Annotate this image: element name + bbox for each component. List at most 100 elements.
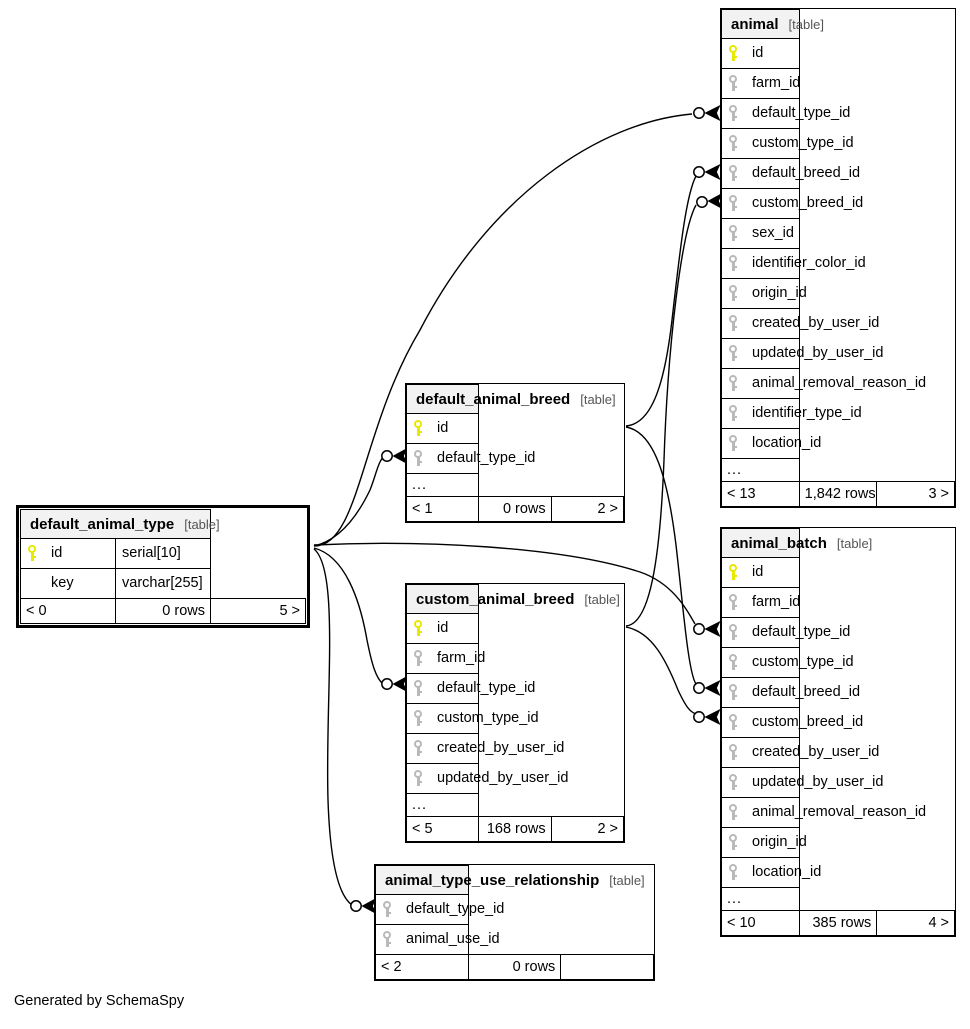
column-type-cell: varchar[255] xyxy=(115,568,211,599)
column-name-cell[interactable]: custom_breed_id xyxy=(721,707,863,738)
column-name-cell[interactable]: updated_by_user_id xyxy=(721,338,883,369)
column-row[interactable]: identifier_type_id xyxy=(721,398,955,429)
column-name-cell[interactable]: identifier_type_id xyxy=(721,398,862,429)
column-row[interactable]: id xyxy=(405,413,624,444)
column-name-cell[interactable]: custom_breed_id xyxy=(721,188,863,219)
column-name-cell[interactable]: custom_type_id xyxy=(405,703,539,734)
column-name-cell[interactable]: location_id xyxy=(721,857,821,888)
column-row[interactable]: animal_removal_reason_id xyxy=(721,797,955,828)
footer-next-count[interactable]: 5 > xyxy=(210,598,306,624)
column-name-cell[interactable]: id xyxy=(721,38,800,69)
column-row[interactable]: origin_id xyxy=(721,278,955,309)
column-row[interactable]: created_by_user_id xyxy=(405,733,624,764)
column-name-cell[interactable]: default_type_id xyxy=(405,673,535,704)
column-row[interactable]: origin_id xyxy=(721,827,955,858)
column-name-cell[interactable]: origin_id xyxy=(721,278,807,309)
column-row[interactable]: default_breed_id xyxy=(721,677,955,708)
column-name-cell[interactable]: default_breed_id xyxy=(721,158,860,189)
column-name-cell[interactable]: animal_removal_reason_id xyxy=(721,797,926,828)
column-row[interactable]: location_id xyxy=(721,428,955,459)
column-name-cell[interactable]: created_by_user_id xyxy=(405,733,564,764)
column-row[interactable]: farm_id xyxy=(721,587,955,618)
column-name-cell[interactable]: farm_id xyxy=(405,643,485,674)
column-row[interactable]: updated_by_user_id xyxy=(721,767,955,798)
footer-prev-count[interactable]: < 13 xyxy=(721,481,800,507)
column-row[interactable]: default_type_id xyxy=(405,443,624,474)
footer-prev-count[interactable]: < 1 xyxy=(405,496,480,522)
column-name-cell[interactable]: updated_by_user_id xyxy=(721,767,883,798)
footer-next-count[interactable]: 4 > xyxy=(876,910,955,936)
column-row[interactable]: default_type_id xyxy=(721,98,955,129)
footer-prev-count[interactable]: < 2 xyxy=(375,954,469,980)
table-node-animal_type_use_relationship[interactable]: animal_type_use_relationship[table]defau… xyxy=(374,864,655,981)
column-name-cell[interactable]: custom_type_id xyxy=(721,128,854,159)
foreign-key-icon xyxy=(728,225,741,242)
column-row[interactable]: updated_by_user_id xyxy=(721,338,955,369)
column-row[interactable]: default_type_id xyxy=(721,617,955,648)
column-name-cell[interactable]: key xyxy=(20,568,116,599)
column-name: default_type_id xyxy=(406,901,505,918)
column-row[interactable]: farm_id xyxy=(405,643,624,674)
column-row[interactable]: default_type_id xyxy=(405,673,624,704)
column-row[interactable]: sex_id xyxy=(721,218,955,249)
footer-next-count[interactable]: 2 > xyxy=(550,816,625,842)
column-row[interactable]: identifier_color_id xyxy=(721,248,955,279)
column-name-cell[interactable]: location_id xyxy=(721,428,821,459)
column-name-cell[interactable]: identifier_color_id xyxy=(721,248,866,279)
column-row[interactable]: updated_by_user_id xyxy=(405,763,624,794)
footer-next-count[interactable] xyxy=(560,954,654,980)
column-name-cell[interactable]: id xyxy=(405,613,480,644)
column-name-cell[interactable]: default_type_id xyxy=(375,894,504,925)
column-name-cell[interactable]: sex_id xyxy=(721,218,800,249)
foreign-key-icon xyxy=(728,75,741,92)
column-name-cell[interactable]: updated_by_user_id xyxy=(405,763,568,794)
column-name-cell[interactable]: created_by_user_id xyxy=(721,308,879,339)
column-name-cell[interactable]: origin_id xyxy=(721,827,807,858)
column-row[interactable]: created_by_user_id xyxy=(721,737,955,768)
column-name-cell[interactable]: farm_id xyxy=(721,68,800,99)
column-row[interactable]: created_by_user_id xyxy=(721,308,955,339)
footer-next-count[interactable]: 3 > xyxy=(876,481,955,507)
column-row[interactable]: custom_type_id xyxy=(721,647,955,678)
column-row[interactable]: animal_use_id xyxy=(375,924,654,955)
column-name-cell[interactable]: animal_use_id xyxy=(375,924,500,955)
footer-prev-count[interactable]: < 10 xyxy=(721,910,800,936)
column-row[interactable]: custom_type_id xyxy=(405,703,624,734)
column-name-cell[interactable]: created_by_user_id xyxy=(721,737,879,768)
column-name: updated_by_user_id xyxy=(752,345,884,362)
column-name-cell[interactable]: default_type_id xyxy=(721,617,850,648)
column-row[interactable]: custom_breed_id xyxy=(721,707,955,738)
column-row[interactable]: custom_type_id xyxy=(721,128,955,159)
column-name-cell[interactable]: farm_id xyxy=(721,587,800,618)
column-name-cell[interactable]: animal_removal_reason_id xyxy=(721,368,926,399)
column-row[interactable]: custom_breed_id xyxy=(721,188,955,219)
column-row[interactable]: default_type_id xyxy=(375,894,654,925)
column-row[interactable]: id xyxy=(405,613,624,644)
footer-prev-count[interactable]: < 0 xyxy=(20,598,116,624)
column-name-cell[interactable]: default_type_id xyxy=(405,443,535,474)
column-name: identifier_type_id xyxy=(752,405,862,422)
column-row[interactable]: default_breed_id xyxy=(721,158,955,189)
column-row[interactable]: farm_id xyxy=(721,68,955,99)
table-title: animal_batch xyxy=(731,534,827,552)
edge-default-animal-type-to-animal-type-use-relationship xyxy=(313,548,353,906)
column-row[interactable]: animal_removal_reason_id xyxy=(721,368,955,399)
column-name-cell[interactable]: id xyxy=(20,538,116,569)
footer-next-count[interactable]: 2 > xyxy=(550,496,625,522)
footer-prev-count[interactable]: < 5 xyxy=(405,816,480,842)
column-name-cell[interactable]: default_breed_id xyxy=(721,677,860,708)
column-row[interactable]: id xyxy=(721,38,955,69)
column-row[interactable]: id xyxy=(721,557,955,588)
column-row[interactable]: location_id xyxy=(721,857,955,888)
column-name-cell[interactable]: custom_type_id xyxy=(721,647,854,678)
column-name-cell[interactable]: id xyxy=(405,413,480,444)
column-name-cell[interactable]: id xyxy=(721,557,800,588)
column-name-cell[interactable]: default_type_id xyxy=(721,98,850,129)
